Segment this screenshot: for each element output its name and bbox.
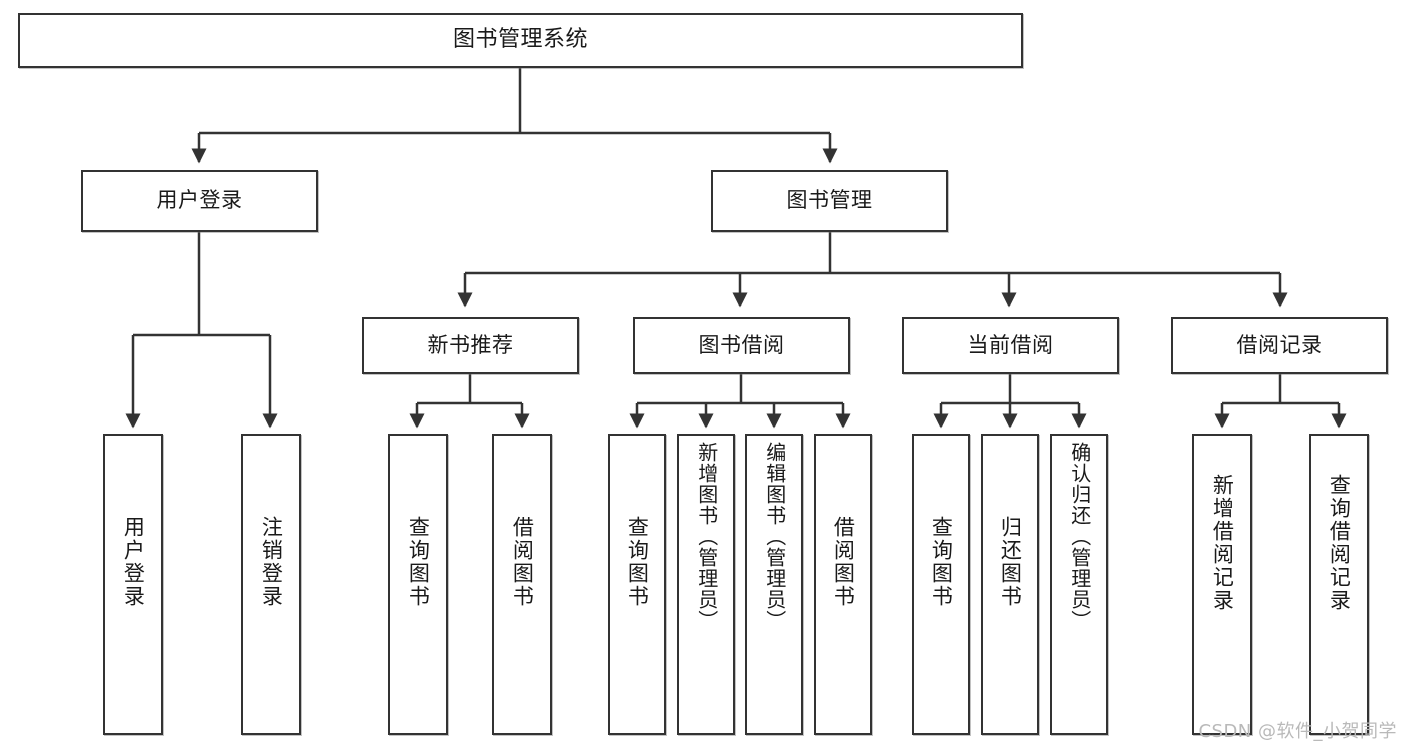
node-label: 查询图书 bbox=[929, 516, 954, 608]
node-user-login[interactable]: 用户登录 bbox=[81, 170, 318, 232]
node-label: 当前借阅 bbox=[967, 332, 1054, 357]
node-label: 用户登录 bbox=[156, 188, 243, 213]
node-leaf-add-book[interactable]: 新增图书（管理员） bbox=[677, 434, 735, 735]
node-label: 借阅图书 bbox=[831, 516, 856, 608]
node-leaf-edit-book[interactable]: 编辑图书（管理员） bbox=[745, 434, 803, 735]
node-leaf-confirm-return[interactable]: 确认归还（管理员） bbox=[1050, 434, 1108, 735]
node-label: 查询图书 bbox=[625, 516, 650, 608]
node-leaf-query-book-1[interactable]: 查询图书 bbox=[388, 434, 448, 735]
node-label: 新书推荐 bbox=[427, 332, 514, 357]
node-label: 图书管理系统 bbox=[452, 27, 588, 53]
node-leaf-query-book-2[interactable]: 查询图书 bbox=[608, 434, 666, 735]
node-new-book-rec[interactable]: 新书推荐 bbox=[362, 317, 579, 374]
node-label: 注销登录 bbox=[259, 516, 284, 608]
node-leaf-borrow-book-2[interactable]: 借阅图书 bbox=[814, 434, 872, 735]
node-leaf-query-record[interactable]: 查询借阅记录 bbox=[1309, 434, 1369, 735]
node-label: 借阅记录 bbox=[1236, 332, 1323, 357]
node-root-system[interactable]: 图书管理系统 bbox=[18, 13, 1023, 68]
node-book-borrow[interactable]: 图书借阅 bbox=[633, 317, 850, 374]
node-leaf-query-book-3[interactable]: 查询图书 bbox=[912, 434, 970, 735]
watermark-text: CSDN @软件_小贺同学 bbox=[1198, 721, 1397, 742]
node-label: 新增借阅记录 bbox=[1210, 474, 1235, 612]
node-borrow-record[interactable]: 借阅记录 bbox=[1171, 317, 1388, 374]
node-label: 图书管理 bbox=[786, 188, 873, 213]
node-label: 查询图书 bbox=[406, 516, 431, 608]
node-leaf-logout[interactable]: 注销登录 bbox=[241, 434, 301, 735]
node-label: 编辑图书（管理员） bbox=[762, 442, 787, 631]
node-current-borrow[interactable]: 当前借阅 bbox=[902, 317, 1119, 374]
node-label: 归还图书 bbox=[998, 516, 1023, 608]
node-label: 图书借阅 bbox=[698, 332, 785, 357]
node-label: 用户登录 bbox=[121, 516, 146, 608]
node-leaf-user-login[interactable]: 用户登录 bbox=[103, 434, 163, 735]
node-leaf-borrow-book-1[interactable]: 借阅图书 bbox=[492, 434, 552, 735]
node-book-manage[interactable]: 图书管理 bbox=[711, 170, 948, 232]
node-leaf-return-book[interactable]: 归还图书 bbox=[981, 434, 1039, 735]
node-label: 查询借阅记录 bbox=[1327, 474, 1352, 612]
node-leaf-add-record[interactable]: 新增借阅记录 bbox=[1192, 434, 1252, 735]
node-label: 借阅图书 bbox=[510, 516, 535, 608]
node-label: 新增图书（管理员） bbox=[694, 442, 719, 631]
node-label: 确认归还（管理员） bbox=[1067, 442, 1092, 631]
